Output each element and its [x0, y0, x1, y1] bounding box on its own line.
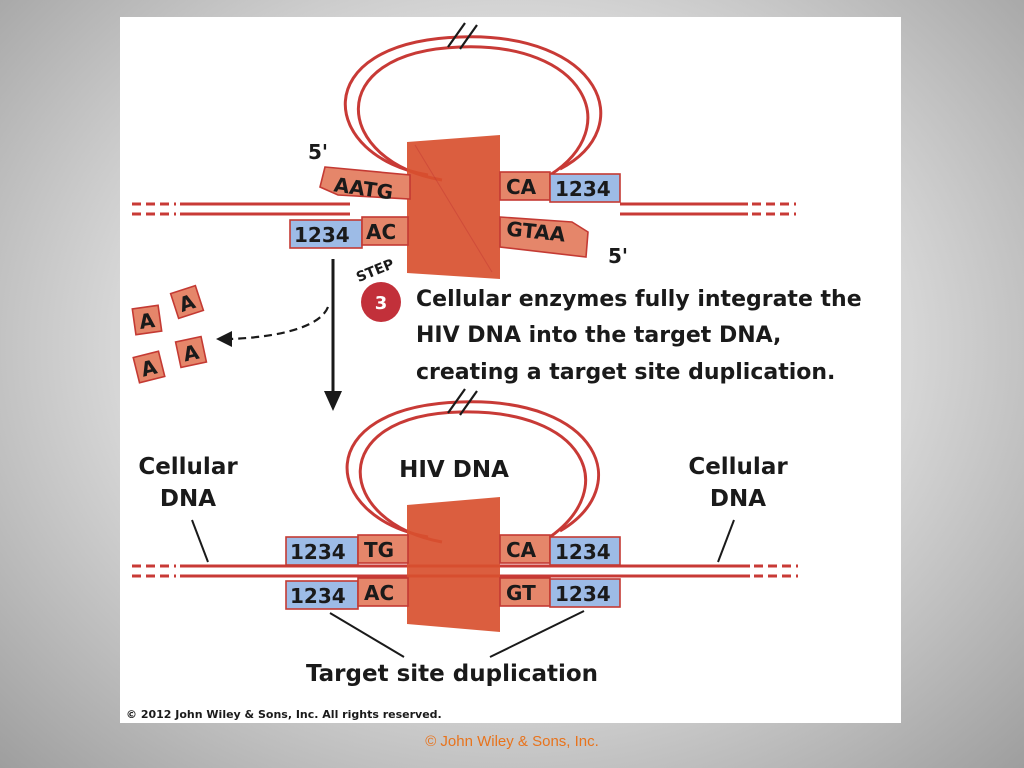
top-seq-ca-strand: CA 1234 — [499, 171, 621, 203]
svg-text:A: A — [139, 354, 160, 381]
svg-text:A: A — [138, 308, 157, 334]
target-site-duplication-callout: Target site duplication — [306, 610, 598, 687]
bottom-seq-top-right: CA 1234 — [499, 534, 621, 566]
hiv-dna-label: HIV DNA — [399, 457, 509, 483]
svg-text:1234: 1234 — [290, 540, 346, 564]
svg-text:Cellular: Cellular — [138, 454, 238, 480]
top-cellular-dna-lines — [132, 202, 796, 216]
svg-text:CA: CA — [506, 538, 537, 562]
bottom-seq-bottom-left: 1234 AC — [285, 577, 409, 610]
svg-text:AC: AC — [366, 220, 396, 244]
cellular-dna-label-left: Cellular DNA — [138, 454, 238, 563]
released-nucleotide: A — [131, 304, 163, 336]
integrase-enzyme-top — [407, 135, 500, 279]
step-label: STEP — [354, 256, 397, 286]
copyright-notice: © 2012 John Wiley & Sons, Inc. All right… — [126, 708, 442, 721]
svg-text:CA: CA — [506, 175, 537, 199]
svg-text:AC: AC — [364, 581, 394, 605]
integration-diagram: AATG CA 1234 1234 AC GTAA 5' 5' A — [126, 22, 862, 721]
svg-text:HIV DNA into the target DNA,: HIV DNA into the target DNA, — [416, 323, 781, 348]
five-prime-label-right: 5' — [608, 244, 628, 268]
released-nucleotide: A — [169, 284, 205, 320]
released-nucleotide: A — [132, 350, 166, 384]
top-hiv-dna-loop — [343, 22, 603, 182]
bottom-hiv-dna-loop — [345, 388, 601, 544]
svg-text:1234: 1234 — [555, 177, 611, 201]
break-mark-top — [447, 22, 466, 48]
svg-text:A: A — [181, 340, 202, 367]
svg-text:DNA: DNA — [710, 486, 766, 512]
svg-text:1234: 1234 — [555, 540, 611, 564]
step-description: Cellular enzymes fully integrate the HIV… — [416, 287, 862, 385]
svg-text:Cellular: Cellular — [688, 454, 788, 480]
bottom-seq-top-left: 1234 TG — [285, 534, 409, 566]
bottom-integrated-complex: 1234 TG CA 1234 1234 AC GT 1234 Cellular… — [132, 388, 798, 687]
top-seq-ac-strand: 1234 AC — [289, 216, 409, 249]
released-nucleotides: A A A A — [131, 284, 208, 384]
svg-text:Cellular enzymes fully integra: Cellular enzymes fully integrate the — [416, 287, 862, 312]
svg-text:1234: 1234 — [290, 584, 346, 608]
target-site-duplication-caption: Target site duplication — [306, 661, 598, 687]
svg-text:1234: 1234 — [294, 223, 350, 247]
released-nucleotide: A — [174, 335, 208, 369]
bottom-seq-bottom-right: GT 1234 — [499, 577, 621, 608]
svg-text:creating a target site duplica: creating a target site duplication. — [416, 360, 835, 385]
top-seq-aatg-strand: AATG — [319, 166, 411, 205]
five-prime-label-left: 5' — [308, 140, 328, 164]
step-number: 3 — [375, 293, 388, 314]
svg-text:DNA: DNA — [160, 486, 216, 512]
svg-text:1234: 1234 — [555, 582, 611, 606]
break-mark-bottom — [447, 388, 466, 414]
integrase-enzyme-bottom — [407, 497, 500, 632]
release-arrow — [216, 306, 330, 347]
cellular-dna-label-right: Cellular DNA — [688, 454, 788, 563]
step-badge — [361, 282, 401, 322]
slide-footer: © John Wiley & Sons, Inc. — [425, 733, 599, 750]
svg-text:TG: TG — [364, 538, 394, 562]
top-integration-complex: AATG CA 1234 1234 AC GTAA 5' 5' — [132, 22, 796, 279]
svg-text:GT: GT — [506, 581, 536, 605]
process-arrow-down — [324, 259, 342, 411]
top-seq-gtaa-strand: GTAA — [499, 216, 589, 258]
step-indicator: STEP 3 — [354, 256, 401, 322]
slide-panel: AATG CA 1234 1234 AC GTAA 5' 5' A — [120, 17, 901, 723]
